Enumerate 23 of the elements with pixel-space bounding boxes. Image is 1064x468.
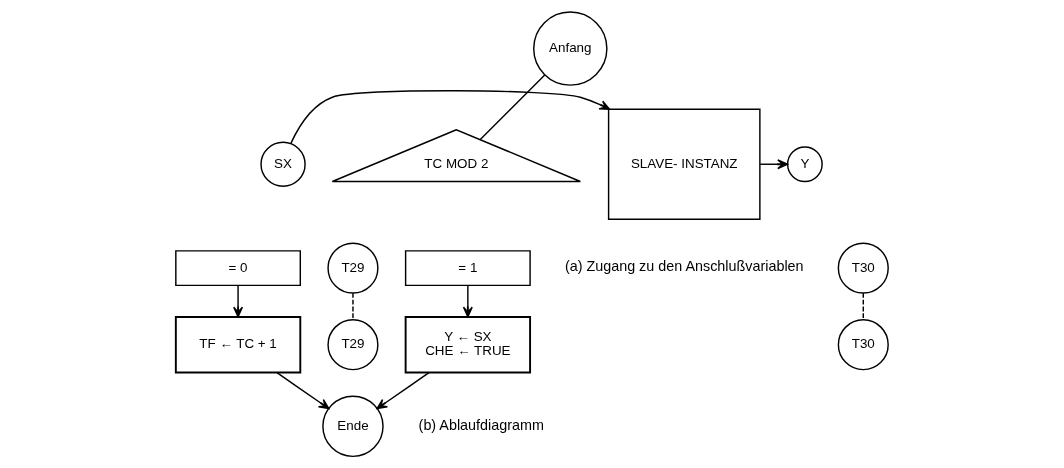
arrow	[289, 90, 611, 145]
node-circle: T30	[837, 319, 889, 371]
label: (a) Zugang zu den Anschlußvariablen	[564, 258, 804, 275]
node-circle: Ende	[322, 395, 384, 458]
node-box: SLAVE- INSTANZ	[607, 108, 761, 220]
arrow	[376, 371, 430, 410]
node-box: = 0	[175, 250, 302, 287]
node-box: Y ← SX CHE ← TRUE	[404, 316, 532, 374]
node-circle: Anfang	[533, 11, 608, 86]
node-box: TF ← TC + 1	[174, 316, 302, 374]
node-circle: T29	[327, 242, 379, 294]
arrow	[276, 371, 330, 410]
label: (b) Ablaufdiagramm	[418, 416, 544, 433]
connector	[479, 74, 546, 141]
arrow	[233, 284, 244, 318]
node-circle: SX	[260, 141, 306, 187]
node-circle: Y	[786, 146, 823, 183]
connector	[862, 292, 864, 321]
node-circle: T30	[837, 242, 889, 294]
arrow	[462, 284, 473, 318]
node-circle: T29	[327, 319, 379, 371]
connector	[352, 292, 354, 321]
node-box: = 1	[404, 250, 531, 287]
